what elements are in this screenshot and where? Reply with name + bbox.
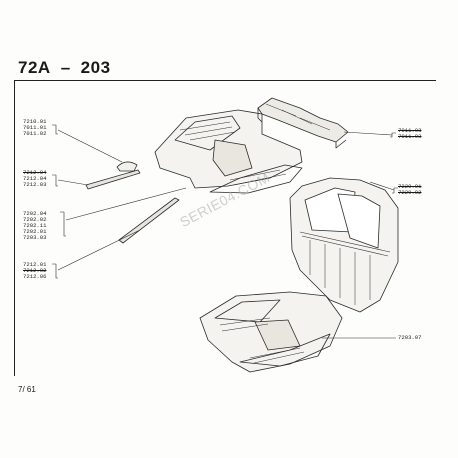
callout-label-struck: 7220.01 <box>398 183 422 190</box>
header-model: 72A <box>18 58 51 77</box>
callout-label-struck: 7011.03 <box>398 133 422 140</box>
callout-label: 7202.04 <box>23 210 47 217</box>
callout-label: 7203.07 <box>398 334 422 341</box>
callout-label: 7011.02 <box>23 130 47 137</box>
header-separator: – <box>60 58 71 77</box>
rear-partition-drawing <box>289 177 399 313</box>
lower-floor-pan-drawing <box>199 291 343 373</box>
callout-label: 7212.06 <box>23 273 47 280</box>
callout-label: 7203.03 <box>23 234 47 241</box>
page-number: 7/ 61 <box>18 385 36 394</box>
callout-label: 7202.01 <box>23 228 47 235</box>
callout-label: 7011.01 <box>23 124 47 131</box>
header-section: 203 <box>80 58 111 77</box>
callout-label: 7202.11 <box>23 222 47 229</box>
diagram-frame <box>14 80 436 376</box>
bracket-drawing <box>116 161 138 172</box>
callout-label: 7202.02 <box>23 216 47 223</box>
callout-label-struck: 7220.02 <box>398 189 422 196</box>
callout-label-struck: 7212.02 <box>23 267 47 274</box>
callout-label-struck: 7011.03 <box>398 127 422 134</box>
upper-floor-pan-drawing <box>154 109 303 194</box>
callout-label-struck: 7212.04 <box>23 169 47 176</box>
callout-label: 7212.03 <box>23 181 47 188</box>
callout-label: 7212.04 <box>23 175 47 182</box>
sill-strip-drawing <box>85 169 141 190</box>
long-rail-drawing <box>118 197 180 244</box>
callout-label: 7210.01 <box>23 118 47 125</box>
crossmember-drawing <box>257 97 349 149</box>
leader-lines <box>52 124 398 339</box>
callout-label: 7212.01 <box>23 261 47 268</box>
page-header: 72A–203 <box>18 58 111 78</box>
